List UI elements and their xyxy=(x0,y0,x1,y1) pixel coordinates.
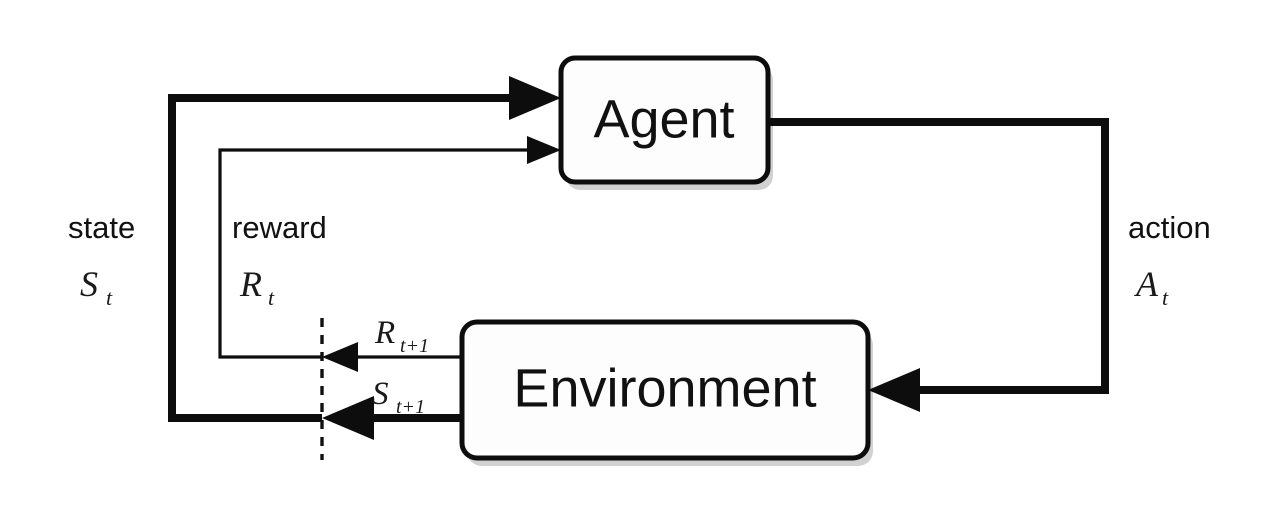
state-subscript-label: t xyxy=(106,285,113,310)
environment-box[interactable] xyxy=(459,319,871,461)
reward-symbol-label: R xyxy=(239,264,262,304)
action-arrowhead xyxy=(868,368,920,412)
state-next-symbol-label: S xyxy=(372,376,389,412)
node-agent[interactable]: Agent xyxy=(558,55,771,185)
agent-label: Agent xyxy=(593,89,734,149)
agent-box[interactable] xyxy=(558,55,771,185)
label-action: action A t xyxy=(1128,210,1211,310)
reward-subscript-label: t xyxy=(268,285,275,310)
reward-next-subscript-label: t+1 xyxy=(400,335,429,357)
label-state: state S t xyxy=(68,210,135,310)
state-next-subscript-label: t+1 xyxy=(396,396,425,418)
action-arrow-line xyxy=(768,118,1109,394)
action-word-label: action xyxy=(1128,210,1211,245)
action-subscript-label: t xyxy=(1162,285,1169,310)
state-symbol-label: S xyxy=(80,264,98,304)
environment-label: Environment xyxy=(513,358,816,418)
reward-arrow-line xyxy=(218,148,537,359)
edge-action xyxy=(768,118,1109,412)
edge-reward xyxy=(218,136,561,359)
state-arrowhead xyxy=(509,76,561,120)
reward-arrowhead xyxy=(527,136,561,164)
edge-state xyxy=(168,76,561,422)
state-next-arrowhead xyxy=(322,396,374,440)
reward-next-symbol-label: R xyxy=(374,315,395,351)
label-state-next: S t+1 xyxy=(372,376,425,418)
reward-next-arrowhead xyxy=(322,342,358,372)
label-reward: reward R t xyxy=(232,210,327,310)
reward-word-label: reward xyxy=(232,210,327,245)
edge-state-next xyxy=(322,396,462,440)
node-environment[interactable]: Environment xyxy=(459,319,871,461)
label-reward-next: R t+1 xyxy=(374,315,429,357)
state-arrow-line xyxy=(168,94,525,422)
edge-reward-next xyxy=(322,342,462,372)
action-symbol-label: A xyxy=(1134,264,1159,304)
state-word-label: state xyxy=(68,210,135,245)
